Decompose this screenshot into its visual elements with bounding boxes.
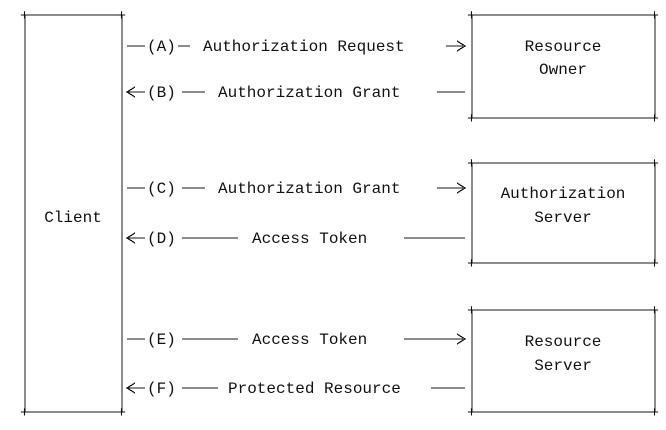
svg-text:+: +	[467, 303, 476, 320]
svg-text:+: +	[650, 8, 659, 25]
authorization-server-label-line1: Authorization	[501, 185, 626, 203]
flow-c-tag: (C)	[147, 180, 176, 198]
svg-text:+: +	[20, 8, 29, 25]
resource-server-label-line2: Server	[534, 357, 592, 375]
authorization-server-box: + + + + Authorization Server	[467, 156, 659, 273]
flow-e-label: Access Token	[252, 331, 367, 349]
svg-text:+: +	[117, 8, 126, 25]
flow-a-authorization-request: (A) Authorization Request	[127, 38, 467, 56]
svg-text:+: +	[20, 405, 29, 422]
resource-server-box: + + + + Resource Server	[467, 303, 659, 422]
flow-f-tag: (F)	[147, 380, 176, 398]
svg-text:+: +	[650, 405, 659, 422]
flow-a-tag: (A)	[147, 38, 176, 56]
svg-text:+: +	[650, 156, 659, 173]
svg-text:+: +	[467, 405, 476, 422]
resource-server-label-line1: Resource	[525, 333, 602, 351]
flow-d-label: Access Token	[252, 230, 367, 248]
flow-a-label: Authorization Request	[203, 38, 405, 56]
svg-text:+: +	[117, 405, 126, 422]
flow-c-label: Authorization Grant	[218, 180, 400, 198]
flow-d-tag: (D)	[147, 230, 176, 248]
svg-text:+: +	[467, 8, 476, 25]
svg-text:+: +	[650, 303, 659, 320]
authorization-server-label-line2: Server	[534, 209, 592, 227]
svg-text:+: +	[650, 111, 659, 128]
flow-c-authorization-grant: (C) Authorization Grant	[127, 180, 467, 198]
svg-text:+: +	[467, 156, 476, 173]
flow-e-tag: (E)	[147, 331, 176, 349]
flow-f-label: Protected Resource	[228, 380, 401, 398]
svg-text:+: +	[650, 256, 659, 273]
resource-owner-label-line1: Resource	[525, 38, 602, 56]
flow-b-label: Authorization Grant	[218, 84, 400, 102]
client-label: Client	[44, 209, 102, 227]
svg-text:+: +	[467, 111, 476, 128]
resource-owner-box: + + + + Resource Owner	[467, 8, 659, 128]
flow-b-authorization-grant: (B) Authorization Grant	[125, 84, 465, 102]
flow-d-access-token: (D) Access Token	[125, 230, 465, 248]
resource-owner-label-line2: Owner	[539, 61, 587, 79]
flow-f-protected-resource: (F) Protected Resource	[125, 380, 465, 398]
flow-e-access-token: (E) Access Token	[127, 331, 467, 349]
flow-b-tag: (B)	[147, 84, 176, 102]
client-box: + + + + Client	[20, 8, 126, 422]
svg-text:+: +	[467, 256, 476, 273]
